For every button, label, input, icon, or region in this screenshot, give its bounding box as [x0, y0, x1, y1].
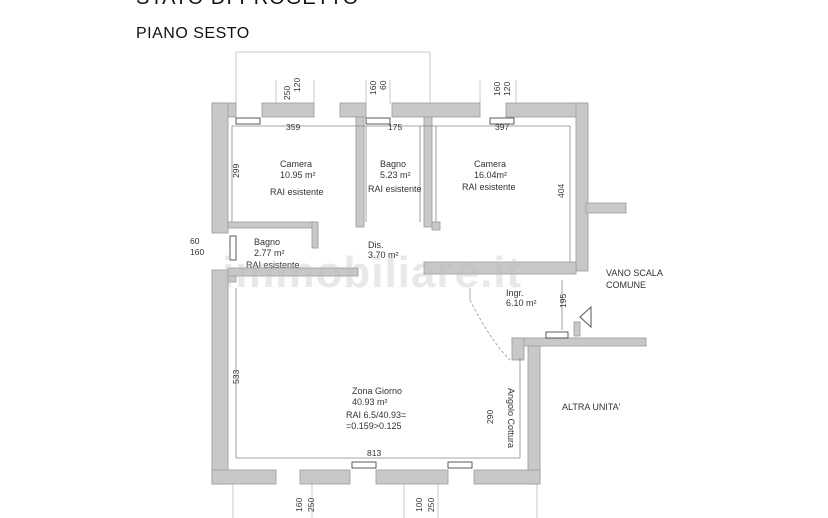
room-camera2-name: Camera [474, 159, 506, 169]
dim-top-window2-a: 160 [368, 81, 378, 95]
inner-lines [231, 125, 571, 459]
room-bagno2-area: 2.77 m² [254, 248, 285, 258]
entrance-arrow-icon [579, 305, 592, 329]
label-comune: COMUNE [606, 280, 646, 290]
dim-room2-width: 397 [495, 122, 509, 132]
label-altra-unita: ALTRA UNITA' [562, 402, 621, 412]
dim-zona-width: 813 [367, 448, 381, 458]
dim-ingr-height: 195 [558, 294, 568, 308]
dim-bottom-window2-a: 100 [414, 498, 424, 512]
dim-kitchen-height: 290 [485, 410, 495, 424]
room-bagno1-name: Bagno [380, 159, 406, 169]
room-camera2-area: 16.04m² [474, 170, 507, 180]
room-dis-area: 3.70 m² [368, 250, 399, 260]
room-bagno1-area: 5.23 m² [380, 170, 411, 180]
room-camera1-name: Camera [280, 159, 312, 169]
room-dis-name: Dis. [368, 240, 384, 250]
room-camera2-note: RAI esistente [462, 182, 516, 192]
dim-room2-height: 404 [556, 184, 566, 198]
dim-bottom-window1-b: 250 [306, 498, 316, 512]
dim-top-window2-b: 60 [378, 80, 388, 90]
room-bagno2-note: RAI esistente [246, 260, 300, 270]
window-guides [232, 51, 538, 518]
dim-top-window1-a: 250 [282, 86, 292, 100]
dim-room1-width: 359 [286, 122, 300, 132]
dim-room1-height: 299 [231, 164, 241, 178]
dim-bottom-window1-a: 160 [294, 498, 304, 512]
radiators [229, 117, 569, 469]
room-zona-rai1: RAI 6.5/40.93= [346, 410, 406, 420]
room-camera1-note: RAI esistente [270, 187, 324, 197]
room-zona-rai2: =0.159>0.125 [346, 421, 402, 431]
dim-left-window-a: 60 [190, 236, 200, 246]
room-ingr-name: Ingr. [506, 288, 524, 298]
page-title: STATO DI PROGETTO [136, 0, 359, 10]
dim-bottom-window2-b: 250 [426, 498, 436, 512]
dim-top-window1-b: 120 [292, 78, 302, 92]
dim-zona-height: 533 [231, 370, 241, 384]
door-swing [469, 299, 511, 361]
room-bagno1-note: RAI esistente [368, 184, 422, 194]
dim-bath1-width: 175 [388, 122, 402, 132]
label-angolo-cottura: Angolo Cottura [506, 388, 516, 448]
room-zona-area: 40.93 m² [352, 397, 388, 407]
room-ingr-area: 6.10 m² [506, 298, 537, 308]
room-zona-name: Zona Giorno [352, 386, 402, 396]
room-bagno2-name: Bagno [254, 237, 280, 247]
floor-subtitle: PIANO SESTO [136, 25, 250, 42]
label-vano-scala: VANO SCALA [606, 268, 663, 278]
dim-top-window3-b: 120 [502, 82, 512, 96]
watermark: immobiliare.it [222, 248, 523, 297]
walls [211, 102, 647, 485]
dim-top-window3-a: 160 [492, 82, 502, 96]
dim-left-window-b: 160 [190, 247, 204, 257]
room-camera1-area: 10.95 m² [280, 170, 316, 180]
